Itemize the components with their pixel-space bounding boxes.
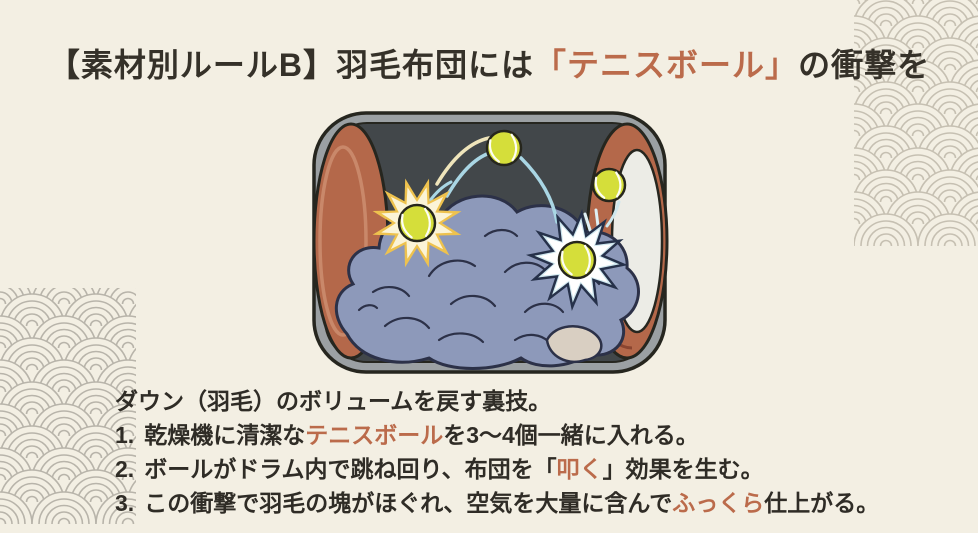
tennis-ball-impact-right bbox=[557, 240, 597, 280]
title-highlight: 「テニスボール」 bbox=[534, 47, 799, 83]
steps-intro: ダウン（羽毛）のボリュームを戻す裏技。 bbox=[115, 388, 552, 414]
wave-pattern-top-right bbox=[854, 0, 978, 246]
dryer-drum-illustration bbox=[312, 111, 669, 374]
step-text: 乾燥機に清潔な bbox=[144, 422, 306, 448]
step-number: 1. bbox=[115, 422, 135, 448]
title-suffix: の衝撃を bbox=[798, 47, 931, 83]
steps-block: ダウン（羽毛）のボリュームを戻す裏技。 1. 乾燥機に清潔なテニスボールを3〜4個… bbox=[115, 384, 955, 520]
step-highlight: 叩く bbox=[556, 456, 603, 482]
tennis-ball-impact-left bbox=[397, 203, 437, 243]
tennis-ball-top bbox=[485, 129, 523, 167]
step-number: 2. bbox=[115, 456, 135, 482]
step-item-2: 2. ボールがドラム内で跳ね回り、布団を「叩く」効果を生む。 bbox=[115, 452, 955, 486]
step-text: を3〜4個一緒に入れる。 bbox=[443, 422, 699, 448]
step-text: ボールがドラム内で跳ね回り、布団を「 bbox=[144, 456, 557, 482]
step-text: この衝撃で羽毛の塊がほぐれ、空気を大量に含んで bbox=[144, 490, 673, 516]
step-highlight: ふっくら bbox=[672, 490, 765, 516]
step-item-1: 1. 乾燥機に清潔なテニスボールを3〜4個一緒に入れる。 bbox=[115, 418, 955, 452]
step-number: 3. bbox=[115, 490, 135, 516]
title-prefix: 【素材別ルールB】羽毛布団には bbox=[47, 47, 535, 83]
step-item-3: 3. この衝撃で羽毛の塊がほぐれ、空気を大量に含んでふっくら仕上がる。 bbox=[115, 486, 955, 520]
tennis-ball-right bbox=[591, 167, 627, 203]
step-text: 仕上がる。 bbox=[764, 490, 880, 516]
page-title: 【素材別ルールB】羽毛布団には「テニスボール」の衝撃を bbox=[0, 40, 978, 86]
step-text: 」効果を生む。 bbox=[602, 456, 764, 482]
step-highlight: テニスボール bbox=[305, 422, 444, 448]
futon-beige-fold bbox=[545, 325, 603, 363]
